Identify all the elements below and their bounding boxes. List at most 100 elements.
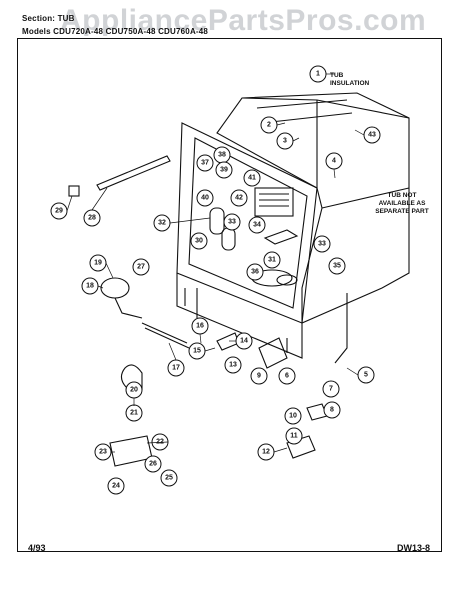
- tub-side-inner: [321, 187, 410, 209]
- tub-insulation-note: TUB INSULATION: [330, 72, 369, 88]
- tub-not-available-note: TUB NOT AVAILABLE AS SEPARATE PART: [372, 192, 432, 216]
- callout-27: [132, 258, 150, 276]
- callout-label: 34: [253, 222, 261, 229]
- callout-label: 28: [88, 215, 96, 222]
- callout-34: [248, 216, 266, 234]
- callout-label: 1: [316, 71, 320, 78]
- exploded-view-drawing: 1 2 3 4 5 6 7 8 9 10 11 12 13 14 15 16 1…: [50, 65, 410, 495]
- cylinder-1: [209, 207, 225, 235]
- callout-label: 25: [165, 475, 173, 482]
- callout-label: 23: [99, 449, 107, 456]
- callout-40: [196, 189, 214, 207]
- footer-date: 4/93: [28, 543, 46, 553]
- block-6: [258, 337, 288, 369]
- callout-label: 13: [229, 362, 237, 369]
- callout-label: 30: [195, 238, 203, 245]
- note-line: SEPARATE PART: [375, 208, 429, 215]
- base-rail: [176, 273, 303, 359]
- base-leg-right: [286, 293, 348, 364]
- callout-7: [322, 380, 340, 398]
- callout-39: [215, 161, 233, 179]
- callout-label: 7: [329, 386, 333, 393]
- callout-label: 29: [55, 208, 63, 215]
- motor-18: [100, 277, 130, 299]
- callout-label: 35: [333, 263, 341, 270]
- callout-label: 22: [156, 439, 164, 446]
- callout-24: [107, 477, 125, 495]
- callout-label: 31: [268, 257, 276, 264]
- callout-label: 27: [137, 264, 145, 271]
- callout-25: [160, 469, 178, 487]
- callout-label: 16: [196, 323, 204, 330]
- note-line: INSULATION: [330, 80, 370, 87]
- callout-9a: [250, 367, 268, 385]
- callout-label: 9: [257, 373, 261, 380]
- base-leg-left: [184, 288, 198, 318]
- callout-label: 24: [112, 483, 120, 490]
- callout-label: 12: [262, 449, 270, 456]
- heater-box: [254, 187, 294, 217]
- callout-33b: [313, 235, 331, 253]
- note-line: TUB: [330, 72, 344, 79]
- callout-label: 15: [193, 348, 201, 355]
- hose-20: [120, 364, 143, 390]
- note-line: AVAILABLE AS: [378, 200, 426, 207]
- callout-41: [243, 169, 261, 187]
- callout-label: 36: [251, 269, 259, 276]
- callout-label: 14: [240, 338, 248, 345]
- callout-label: 26: [149, 461, 157, 468]
- callout-label: 32: [158, 220, 166, 227]
- callout-label: 33: [318, 241, 326, 248]
- callout-label: 37: [201, 160, 209, 167]
- filter-grid: [263, 229, 299, 245]
- insulation-band: [256, 99, 353, 124]
- tub-front-inner: [188, 137, 308, 309]
- watermark: AppliancePartsPros.com: [60, 4, 427, 37]
- callout-label: 18: [86, 283, 94, 290]
- wire-18: [114, 297, 143, 319]
- callout-label: 42: [235, 195, 243, 202]
- callout-11: [285, 427, 303, 445]
- hose-17: [141, 322, 190, 349]
- callout-label: 11: [290, 433, 298, 440]
- callout-label: 2: [267, 122, 271, 129]
- heater-fins: [259, 193, 289, 207]
- callout-label: 43: [368, 132, 376, 139]
- section-title: Section: TUB: [22, 14, 75, 23]
- callout-label: 41: [248, 175, 256, 182]
- callout-label: 19: [94, 260, 102, 267]
- callout-10: [284, 407, 302, 425]
- tub-front-frame: [176, 122, 318, 324]
- callout-6: [278, 367, 296, 385]
- callout-35: [328, 257, 346, 275]
- callout-33a: [223, 213, 241, 231]
- tub-outline: [216, 92, 410, 324]
- callout-label: 10: [289, 413, 297, 420]
- callout-37: [196, 154, 214, 172]
- callout-label: 33: [228, 219, 236, 226]
- callout-labels: 1 2 3 4 5 6 7 8 9 10 11 12 13 14 15 16 1…: [55, 71, 376, 490]
- cylinder-2: [221, 227, 236, 251]
- models-line: Models CDU720A-48 CDU750A-48 CDU760A-48: [22, 27, 209, 36]
- callout-label: 3: [283, 138, 287, 145]
- callout-label: 5: [364, 372, 368, 379]
- callout-label: 8: [330, 407, 334, 414]
- sump-2: [276, 274, 298, 286]
- callout-group: [50, 65, 381, 495]
- diagram-frame: [17, 38, 442, 552]
- callout-31: [263, 251, 281, 269]
- callout-36: [246, 263, 264, 281]
- callout-label: 17: [172, 365, 180, 372]
- callout-label: 4: [332, 158, 336, 165]
- clip-29: [68, 185, 80, 197]
- callout-13: [224, 356, 242, 374]
- callout-label: 20: [130, 387, 138, 394]
- tub-top-rim: [241, 97, 410, 119]
- callout-30: [190, 232, 208, 250]
- callout-8: [323, 401, 341, 419]
- note-line: TUB NOT: [387, 192, 417, 199]
- footer-page-code: DW13-8: [396, 543, 430, 553]
- callout-26: [144, 455, 162, 473]
- callout-42: [230, 189, 248, 207]
